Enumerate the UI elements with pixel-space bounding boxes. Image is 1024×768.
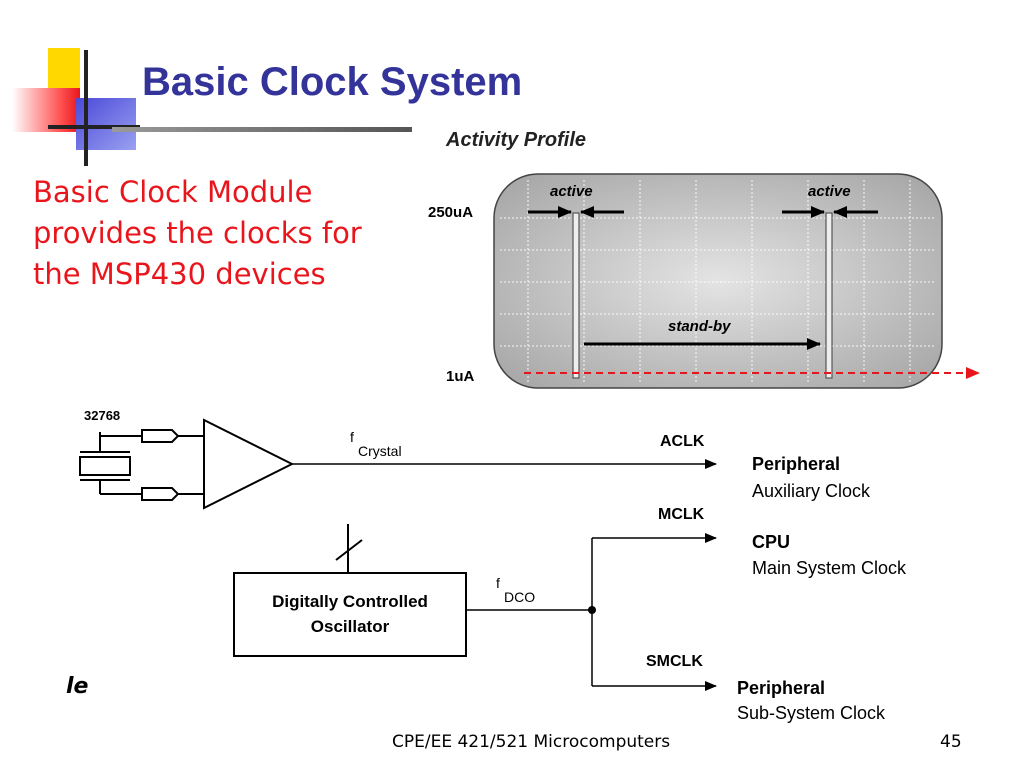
mclk-destination-subtitle: Main System Clock	[752, 558, 907, 578]
label-active-left: active	[550, 183, 593, 200]
dco-block	[233, 572, 467, 657]
title-underline	[112, 127, 412, 132]
label-active-right: active	[808, 183, 851, 200]
crystal-frequency-label: 32768	[84, 408, 120, 423]
label-standby: stand-by	[668, 318, 731, 335]
activity-profile-diagram: Activity Profile 250uA 1uA active active…	[428, 129, 980, 389]
dco-label-line1: Digitally Controlled	[272, 592, 428, 611]
dco-label-line2: Oscillator	[311, 617, 390, 636]
aclk-destination-subtitle: Auxiliary Clock	[752, 481, 871, 501]
fdco-f: f	[496, 575, 500, 591]
mclk-destination-title: CPU	[752, 532, 790, 552]
label-1ua: 1uA	[446, 368, 475, 385]
standby-current-arrowhead	[966, 367, 980, 379]
oscillator-amplifier	[203, 418, 295, 510]
smclk-destination-subtitle: Sub-System Clock	[737, 703, 886, 723]
clock-block-diagram: 32768 f Crystal ACLK Peripheral Auxiliar…	[79, 408, 907, 723]
fdco-subscript: DCO	[504, 589, 535, 605]
smclk-label: SMCLK	[646, 653, 703, 670]
page-number: 45	[940, 732, 962, 752]
mclk-label: MCLK	[658, 506, 705, 523]
bullet-text: Basic Clock Module provides the clocks f…	[33, 175, 362, 291]
slide-title: Basic Clock System	[142, 60, 523, 104]
fcrystal-f: f	[350, 429, 354, 445]
active-pulse-right	[825, 212, 833, 379]
smclk-destination-title: Peripheral	[737, 678, 825, 698]
label-250ua: 250uA	[428, 204, 473, 221]
activity-profile-title: Activity Profile	[445, 129, 586, 151]
slide-footer: CPE/EE 421/521 Microcomputers	[392, 732, 671, 752]
crystal-symbol	[79, 429, 204, 501]
aclk-label: ACLK	[660, 433, 705, 450]
fcrystal-subscript: Crystal	[358, 443, 402, 459]
cropped-text-fragment: le	[66, 674, 89, 699]
active-pulse-left	[572, 212, 580, 379]
activity-profile-panel	[493, 173, 943, 389]
decorative-corner-logo	[0, 0, 140, 170]
dco-control-bus	[335, 524, 363, 573]
aclk-destination-title: Peripheral	[752, 454, 840, 474]
